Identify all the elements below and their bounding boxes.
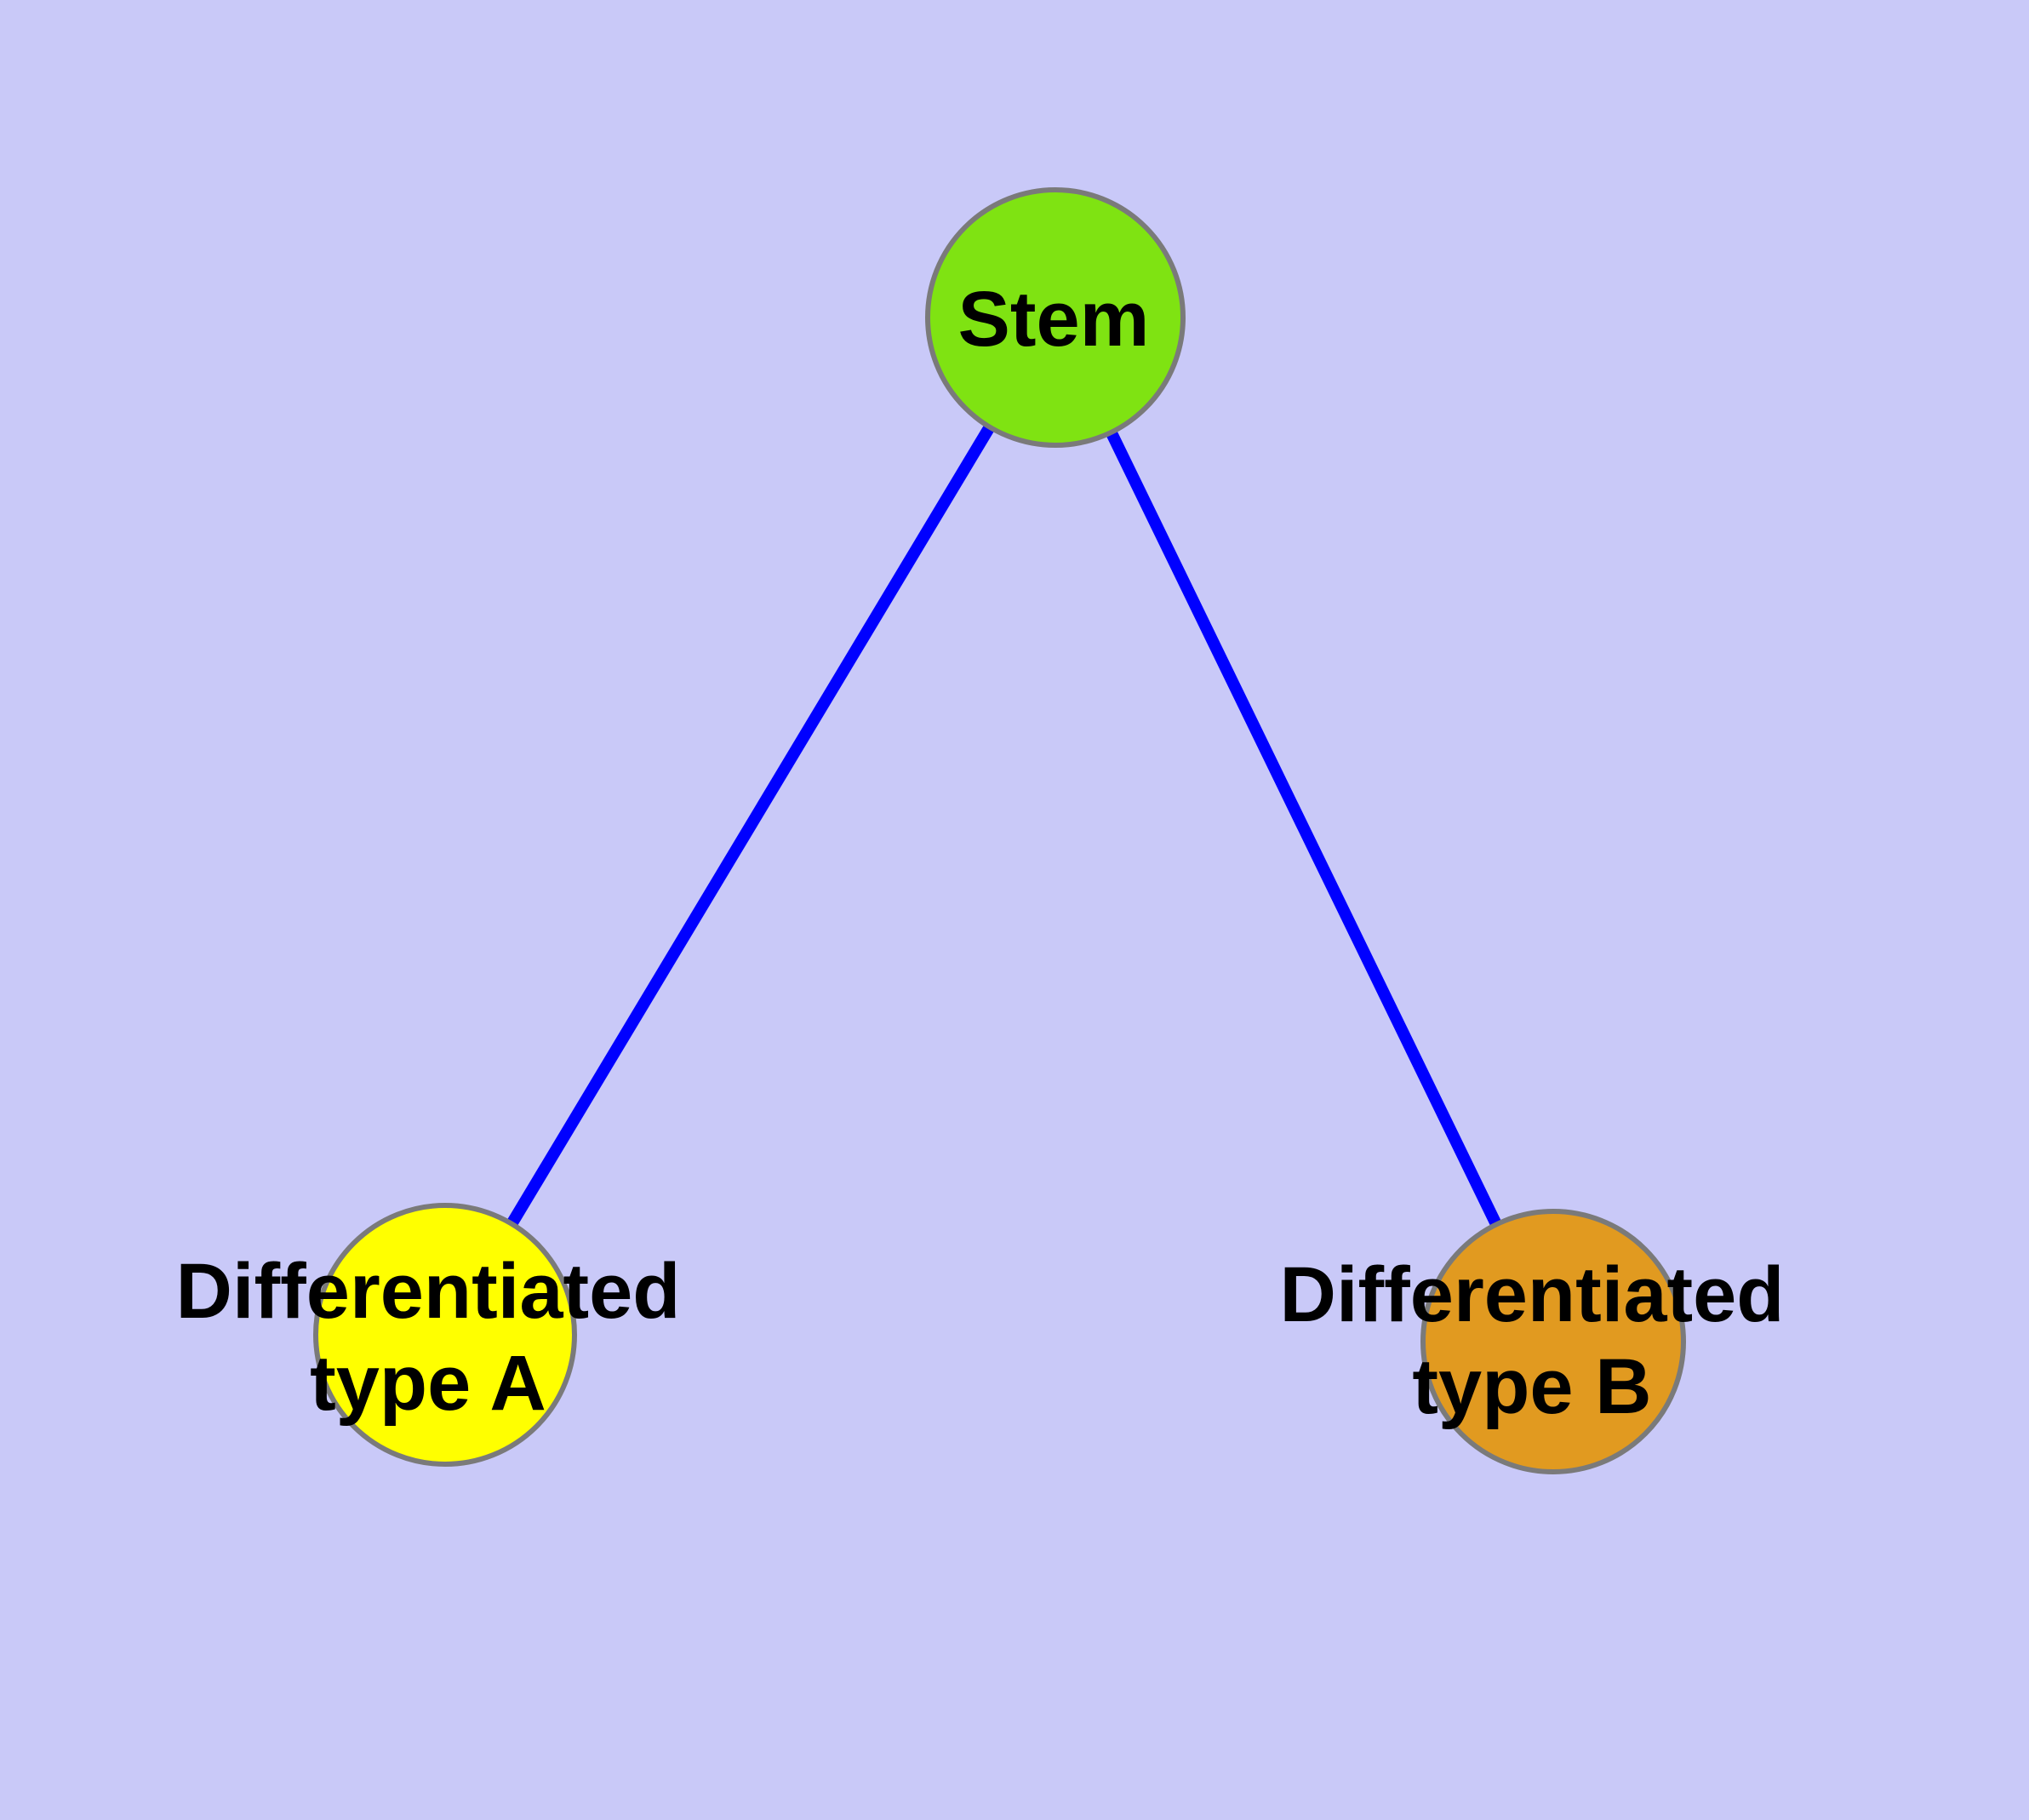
node-differentiated-type-b[interactable] xyxy=(1420,1209,1686,1474)
edge-stem-to-type-a xyxy=(439,314,1061,1338)
node-differentiated-type-a[interactable] xyxy=(313,1203,577,1467)
edge-stem-to-type-b xyxy=(1049,314,1559,1345)
node-stem[interactable] xyxy=(925,187,1186,448)
